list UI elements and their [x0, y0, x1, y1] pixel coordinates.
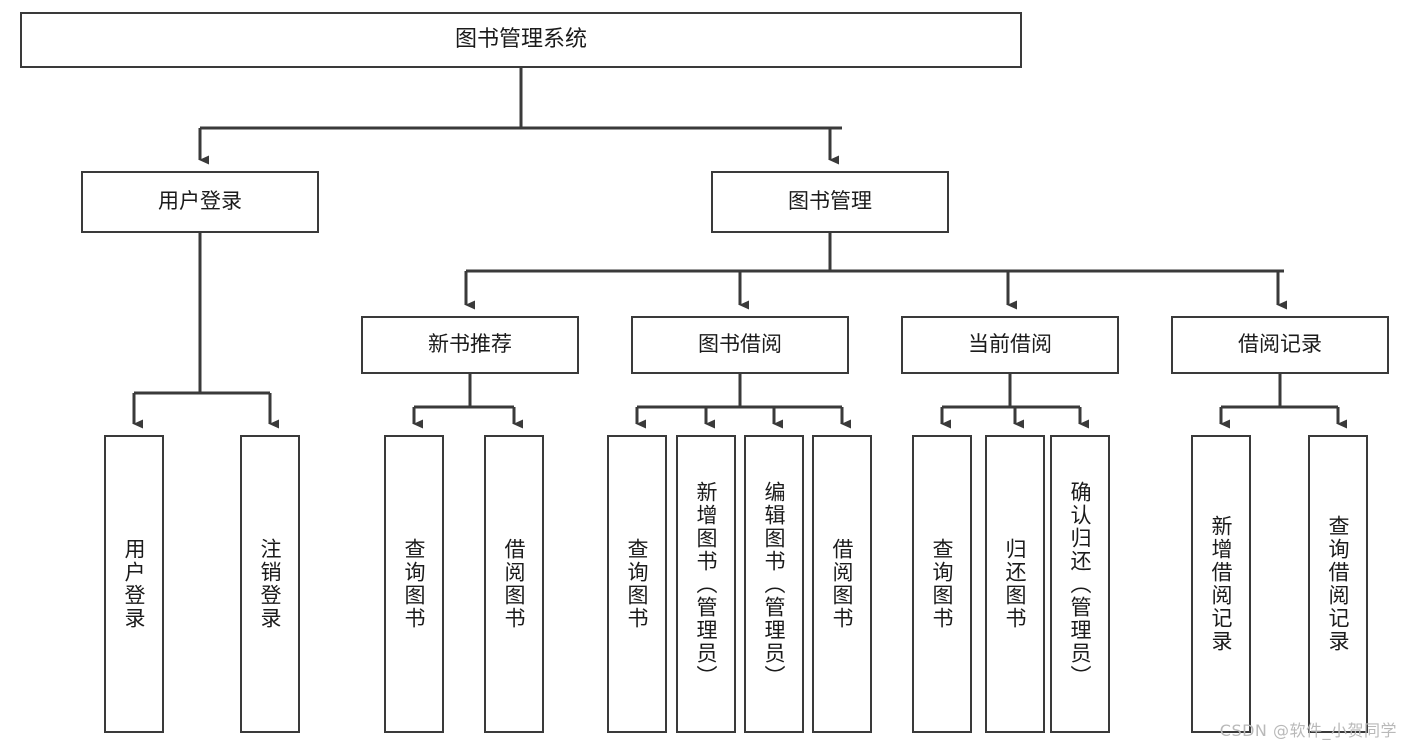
node-label: 新增图书（管理员） — [694, 480, 719, 688]
node-leaf-query-record[interactable]: 查询借阅记录 — [1308, 435, 1368, 733]
node-label: 确认归还（管理员） — [1068, 480, 1093, 688]
node-leaf-user-login[interactable]: 用户登录 — [104, 435, 164, 733]
node-leaf-edit-book[interactable]: 编辑图书（管理员） — [744, 435, 804, 733]
node-label: 注销登录 — [258, 538, 283, 630]
node-label: 借阅图书 — [502, 538, 527, 630]
csdn-watermark: CSDN @软件_小贺同学 — [1219, 721, 1397, 740]
node-leaf-add-record[interactable]: 新增借阅记录 — [1191, 435, 1251, 733]
node-book-borrow[interactable]: 图书借阅 — [631, 316, 849, 374]
node-current-borrow[interactable]: 当前借阅 — [901, 316, 1119, 374]
node-label: 新增借阅记录 — [1209, 515, 1234, 653]
node-label: 用户登录 — [158, 189, 242, 214]
node-leaf-borrow-book-1[interactable]: 借阅图书 — [484, 435, 544, 733]
node-label: 编辑图书（管理员） — [762, 480, 787, 688]
node-label: 归还图书 — [1003, 538, 1028, 630]
node-label: 查询图书 — [625, 538, 650, 630]
node-label: 查询图书 — [402, 538, 427, 630]
node-leaf-add-book[interactable]: 新增图书（管理员） — [676, 435, 736, 733]
node-label: 用户登录 — [122, 538, 147, 630]
node-label: 借阅记录 — [1238, 332, 1322, 357]
node-label: 当前借阅 — [968, 332, 1052, 357]
node-label: 图书借阅 — [698, 332, 782, 357]
node-leaf-query-book-3[interactable]: 查询图书 — [912, 435, 972, 733]
node-label: 查询借阅记录 — [1326, 515, 1351, 653]
node-label: 借阅图书 — [830, 538, 855, 630]
node-leaf-query-book-2[interactable]: 查询图书 — [607, 435, 667, 733]
node-leaf-confirm-return[interactable]: 确认归还（管理员） — [1050, 435, 1110, 733]
node-label: 新书推荐 — [428, 332, 512, 357]
node-leaf-query-book-1[interactable]: 查询图书 — [384, 435, 444, 733]
node-user-login[interactable]: 用户登录 — [81, 171, 319, 233]
node-label: 查询图书 — [930, 538, 955, 630]
node-leaf-return-book[interactable]: 归还图书 — [985, 435, 1045, 733]
node-leaf-borrow-book-2[interactable]: 借阅图书 — [812, 435, 872, 733]
node-leaf-logout[interactable]: 注销登录 — [240, 435, 300, 733]
node-label: 图书管理 — [788, 189, 872, 214]
node-new-book-recommend[interactable]: 新书推荐 — [361, 316, 579, 374]
node-borrow-record[interactable]: 借阅记录 — [1171, 316, 1389, 374]
node-root[interactable]: 图书管理系统 — [20, 12, 1022, 68]
node-book-manage[interactable]: 图书管理 — [711, 171, 949, 233]
node-label: 图书管理系统 — [454, 26, 587, 52]
